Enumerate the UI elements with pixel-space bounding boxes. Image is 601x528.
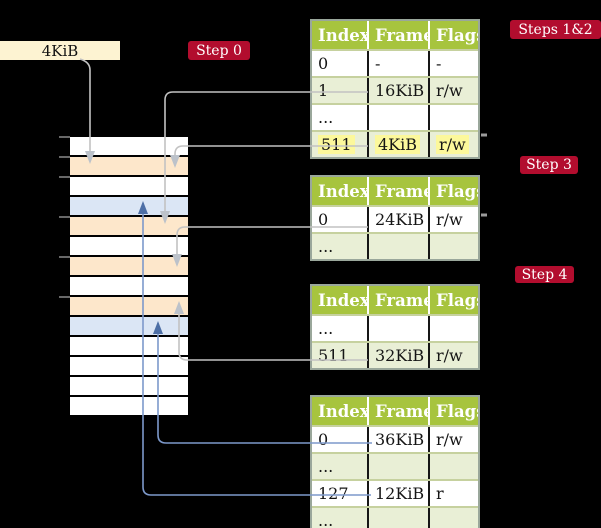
highlighted-value: r/w — [436, 135, 469, 154]
table-cell: - — [428, 51, 478, 76]
memory-row-white — [70, 337, 188, 355]
table-cell: ... — [318, 108, 334, 127]
table-cell — [367, 316, 428, 341]
column-header-flags: Flags — [428, 286, 478, 314]
table-cell: r/w — [428, 343, 478, 368]
memory-row-orange — [70, 257, 188, 275]
table-cell: 1 — [312, 78, 367, 103]
column-header-flags: Flags — [428, 21, 478, 49]
table-cell: 36KiB — [367, 427, 428, 452]
table-header-row: IndexFrameFlags — [312, 397, 478, 425]
table-cell: 0 — [318, 430, 329, 449]
table-cell: r/w — [428, 132, 478, 157]
table-cell: - — [367, 51, 428, 76]
memory-row-white — [70, 357, 188, 375]
table-row: ... — [312, 314, 478, 341]
table-cell: 0 — [318, 54, 329, 73]
table-cell: r/w — [428, 427, 478, 452]
badge-step-3: Step 3 — [520, 156, 578, 174]
page-table-step-3: IndexFrameFlags 0 24KiBr/w... — [310, 175, 480, 261]
table-row: ... — [312, 452, 478, 479]
table-cell: 32KiB — [367, 343, 428, 368]
table-header-row: IndexFrameFlags — [312, 286, 478, 314]
highlighted-value: 4KiB — [375, 135, 421, 154]
table-cell: 0 — [318, 210, 329, 229]
memory-row-orange — [70, 297, 188, 315]
column-header-frame: Frame — [367, 21, 428, 49]
table-cell — [428, 234, 478, 259]
table-cell: r/w — [428, 78, 478, 103]
column-header-flags: Flags — [428, 397, 478, 425]
table-cell: 511 — [312, 132, 367, 157]
physical-memory-stack — [70, 137, 188, 415]
table-cell: ... — [312, 508, 367, 528]
table-header-row: IndexFrameFlags — [312, 21, 478, 49]
memory-row-white — [70, 377, 188, 395]
table-row: 511 4KiB r/w — [312, 130, 478, 157]
column-header-index: Index — [312, 286, 367, 314]
memory-row-white — [70, 177, 188, 195]
table-cell: r/w — [428, 207, 478, 232]
column-header-flags: Flags — [428, 177, 478, 205]
table-cell: ... — [312, 234, 367, 259]
badge-step-4: Step 4 — [515, 266, 574, 283]
memory-row-white — [70, 237, 188, 255]
table-row: ... — [312, 232, 478, 259]
column-header-index: Index — [312, 397, 367, 425]
badge-step-0: Step 0 — [188, 41, 250, 60]
table-cell — [367, 105, 428, 130]
table-cell: 511 — [312, 343, 367, 368]
column-header-index: Index — [312, 177, 367, 205]
table-cell — [428, 105, 478, 130]
badge-steps-1-2: Steps 1&2 — [510, 20, 601, 39]
table-cell: ... — [318, 319, 334, 338]
memory-row-white — [70, 277, 188, 295]
table-cell: 24KiB — [367, 207, 428, 232]
table-cell: 4KiB — [367, 132, 428, 157]
table-cell: ... — [312, 454, 367, 479]
table-header-row: IndexFrameFlags — [312, 177, 478, 205]
table-cell — [428, 508, 478, 528]
table-cell: 16KiB — [367, 78, 428, 103]
table-cell — [367, 454, 428, 479]
frame-4kib-label: 4KiB — [0, 41, 120, 60]
table-cell — [428, 316, 478, 341]
memory-row-blue — [70, 197, 188, 215]
table-cell — [367, 508, 428, 528]
table-row: ... — [312, 506, 478, 528]
memory-row-orange — [70, 217, 188, 235]
memory-row-blue — [70, 317, 188, 335]
table-cell — [428, 454, 478, 479]
memory-row-white — [70, 137, 188, 155]
table-cell: 127 — [318, 484, 349, 503]
column-header-frame: Frame — [367, 397, 428, 425]
table-cell — [367, 234, 428, 259]
table-cell: 12KiB — [367, 481, 428, 506]
table-row: 0 -- — [312, 49, 478, 76]
table-cell: r — [428, 481, 478, 506]
column-header-frame: Frame — [367, 286, 428, 314]
column-header-index: Index — [312, 21, 367, 49]
highlighted-value: 511 — [318, 135, 355, 154]
column-header-frame: Frame — [367, 177, 428, 205]
memory-row-orange — [70, 157, 188, 175]
memory-row-white — [70, 397, 188, 415]
memory-address-ticks — [59, 136, 70, 298]
table-row: ... — [312, 103, 478, 130]
